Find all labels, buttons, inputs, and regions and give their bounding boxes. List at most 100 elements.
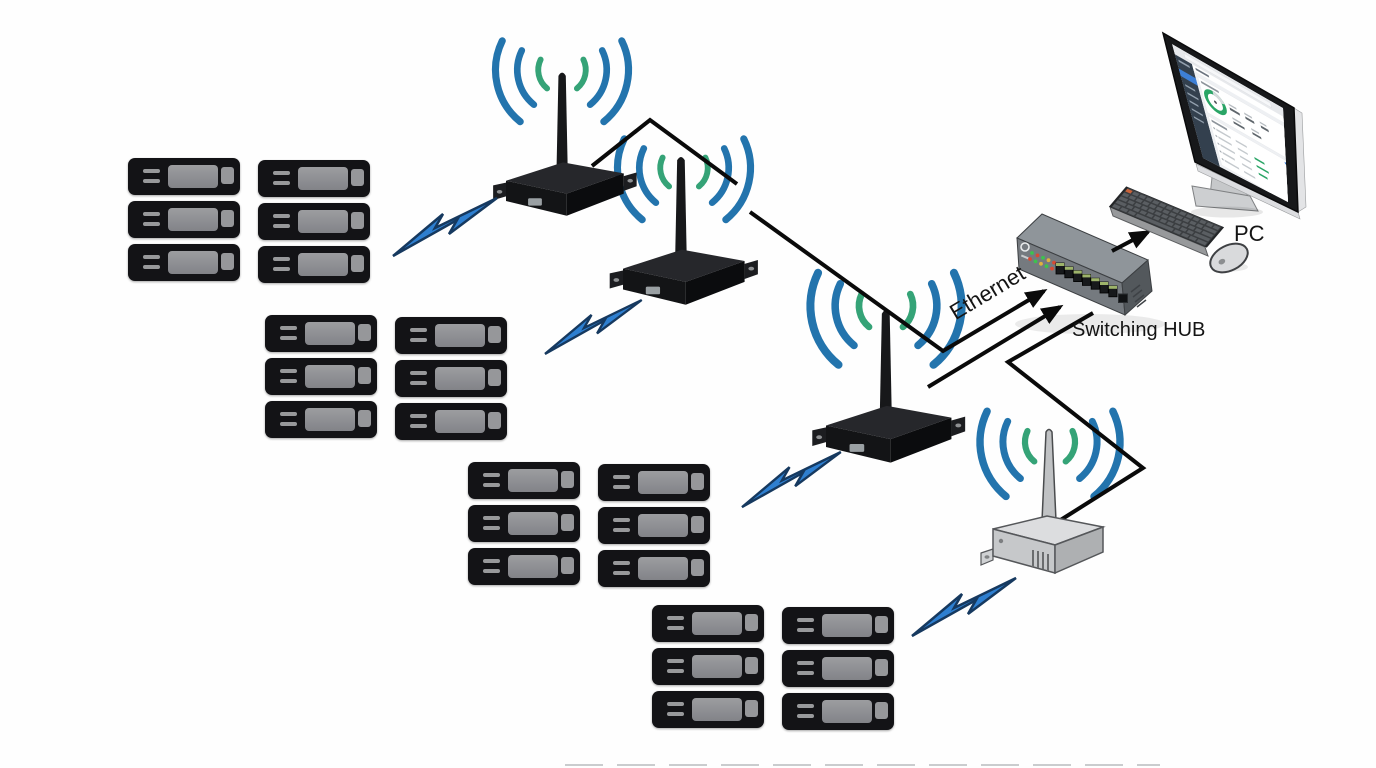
meter-screen: [822, 657, 872, 680]
meter-led-bar: [797, 714, 814, 718]
meter-screen: [508, 555, 558, 578]
meter-led-bar: [280, 422, 297, 426]
meter-led-bar: [797, 671, 814, 675]
wireless-meter: [468, 462, 580, 499]
wireless-meter: [782, 650, 894, 687]
meter-led-bar: [280, 369, 297, 373]
wireless-meter: [598, 550, 710, 587]
meter-screen: [298, 253, 348, 276]
wireless-receiver: [980, 428, 1106, 575]
link-gateway2-hub: [748, 210, 1048, 354]
meter-led-bar: [613, 518, 630, 522]
wired-links-back: [590, 117, 1147, 523]
pc-mouse: [1209, 242, 1249, 274]
switching-hub-label: Switching HUB: [1072, 319, 1206, 341]
pc-keyboard: [1108, 186, 1225, 257]
wireless-meter: [265, 315, 377, 352]
meter-led-bar: [483, 569, 500, 573]
lightning-bolt-icon: [391, 196, 499, 258]
meter-led-bar: [410, 414, 427, 418]
monitor-base: [1191, 185, 1259, 212]
meter-button: [561, 471, 574, 488]
pc-monitor: [1161, 31, 1307, 220]
meter-led-bar: [613, 485, 630, 489]
meter-screen: [168, 251, 218, 274]
meter-button: [358, 367, 371, 384]
meter-screen: [822, 614, 872, 637]
meter-led-bar: [483, 559, 500, 563]
meter-button: [745, 700, 758, 717]
meter-screen: [822, 700, 872, 723]
wireless-meter: [395, 360, 507, 397]
meter-button: [351, 255, 364, 272]
wireless-meter: [128, 158, 240, 195]
meter-screen: [305, 408, 355, 431]
meter-screen: [298, 210, 348, 233]
meter-button: [561, 514, 574, 531]
meter-led-bar: [273, 171, 290, 175]
meter-led-bar: [273, 267, 290, 271]
meter-button: [221, 253, 234, 270]
switching-hub: [1015, 213, 1165, 334]
meter-led-bar: [280, 379, 297, 383]
meter-led-bar: [667, 712, 684, 716]
meter-screen: [168, 165, 218, 188]
scan-artifact-line: [565, 764, 1160, 766]
meter-button: [351, 169, 364, 186]
wireless-meter: [258, 160, 370, 197]
meter-led-bar: [273, 181, 290, 185]
meter-screen: [435, 410, 485, 433]
meter-led-bar: [797, 704, 814, 708]
link-hub-pc: [1111, 230, 1152, 253]
wireless-meter: [468, 548, 580, 585]
meter-button: [691, 559, 704, 576]
wireless-meter: [652, 691, 764, 728]
wireless-meter: [652, 648, 764, 685]
meter-led-bar: [483, 526, 500, 530]
hub-leds: [1028, 251, 1056, 271]
meter-button: [488, 326, 501, 343]
meter-button: [488, 412, 501, 429]
meter-led-bar: [613, 528, 630, 532]
wired-links-front: [748, 210, 1152, 389]
meter-led-bar: [797, 661, 814, 665]
meter-led-bar: [410, 328, 427, 332]
meter-led-bar: [143, 179, 160, 183]
meter-led-bar: [280, 336, 297, 340]
meter-led-bar: [483, 473, 500, 477]
meter-led-bar: [613, 561, 630, 565]
wireless-meter: [258, 203, 370, 240]
meter-screen: [435, 367, 485, 390]
pc-label: PC: [1234, 221, 1265, 246]
wireless-meter: [395, 403, 507, 440]
lightning-bolt-icon: [543, 298, 643, 356]
wireless-meter: [782, 693, 894, 730]
meter-led-bar: [143, 222, 160, 226]
meter-led-bar: [143, 212, 160, 216]
meter-button: [358, 324, 371, 341]
link-hub-receiver: [1004, 311, 1147, 523]
meter-led-bar: [273, 257, 290, 261]
meter-led-bar: [410, 338, 427, 342]
device-group-3: [468, 462, 710, 587]
wireless-meter: [128, 244, 240, 281]
link-gateway1-gateway2: [590, 117, 739, 186]
device-group-4: [652, 605, 894, 730]
meter-screen: [638, 471, 688, 494]
monitor-screen-dashboard: [1172, 44, 1288, 202]
wireless-meter: [782, 607, 894, 644]
meter-button: [691, 473, 704, 490]
meter-button: [358, 410, 371, 427]
meter-led-bar: [667, 702, 684, 706]
meter-led-bar: [483, 483, 500, 487]
meter-button: [875, 659, 888, 676]
meter-led-bar: [613, 571, 630, 575]
meter-button: [745, 614, 758, 631]
meter-led-bar: [273, 224, 290, 228]
meter-screen: [692, 698, 742, 721]
device-group-1: [128, 158, 370, 283]
meter-screen: [638, 514, 688, 537]
meter-screen: [692, 612, 742, 635]
lightning-bolt-icon: [740, 450, 842, 509]
